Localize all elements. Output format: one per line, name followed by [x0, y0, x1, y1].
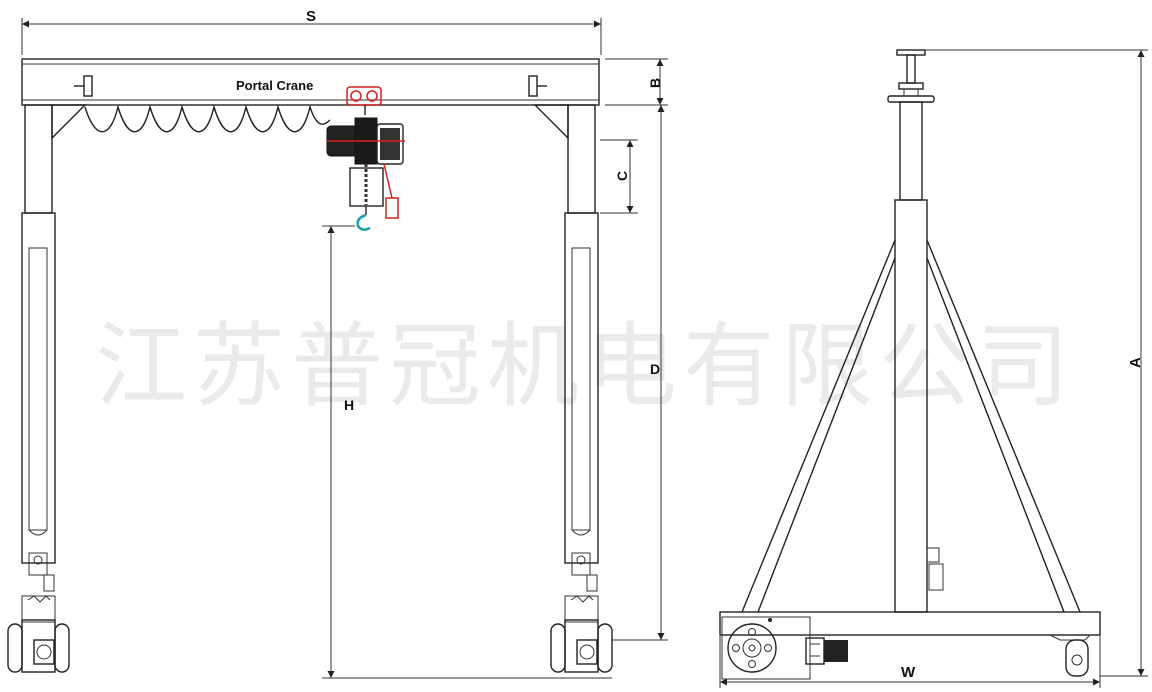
side-view: A W [719, 49, 1148, 688]
dim-label-w: W [901, 664, 916, 681]
dim-label-b: B [647, 78, 663, 88]
dim-b: B [605, 58, 668, 106]
dim-a: A [925, 49, 1148, 677]
drive-motor [805, 637, 848, 665]
top-beam [21, 58, 600, 106]
dim-label-a: A [1127, 357, 1144, 368]
dim-c: C [600, 139, 638, 214]
dim-label-s: S [306, 8, 316, 25]
festoon-cable [84, 104, 331, 133]
beam-title: Portal Crane [236, 78, 313, 93]
dim-d: D [612, 105, 668, 641]
caster-wheel [1049, 634, 1091, 677]
side-base [719, 611, 1101, 636]
dim-h: H [322, 225, 612, 679]
dim-label-d: D [650, 361, 660, 377]
front-view: Portal Crane [7, 8, 668, 679]
dim-s: S [21, 8, 602, 55]
drive-wheel [721, 616, 811, 680]
dim-label-h: H [344, 397, 354, 413]
left-end-stop [74, 75, 93, 97]
left-leg [7, 104, 70, 673]
hook-icon [356, 213, 371, 231]
upper-column [899, 101, 923, 201]
dim-label-c: C [614, 171, 630, 181]
watermark-text: 江苏普冠机电有限公司 [95, 313, 1075, 420]
right-end-stop [528, 75, 547, 97]
dim-w: W [719, 636, 1101, 688]
pendant-control [385, 197, 399, 219]
right-leg [550, 104, 613, 673]
electric-hoist [326, 86, 405, 231]
i-beam-section [887, 49, 935, 103]
